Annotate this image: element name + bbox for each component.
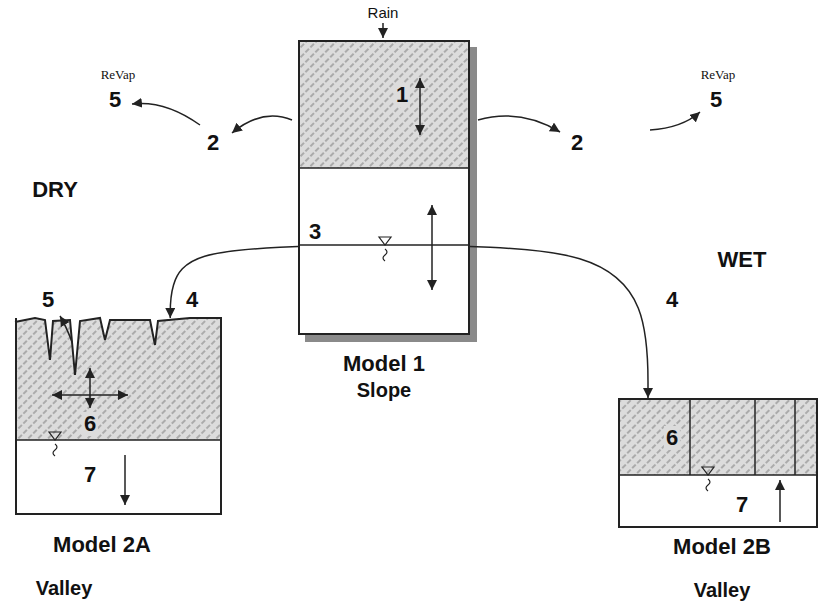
label-anchor: 6 (664, 426, 680, 450)
callout-number: 2 (207, 132, 219, 154)
model-title: Model 1 (343, 353, 425, 375)
label-anchor: 7 (82, 463, 98, 487)
water-table-symbol (383, 249, 387, 261)
callout-number: 2 (571, 132, 583, 154)
water-table-symbol (379, 237, 391, 245)
label-anchor: 6 (82, 412, 98, 436)
exchange-arrow (419, 78, 421, 135)
callout-number: 4 (664, 288, 680, 312)
revap-arrow (132, 103, 200, 125)
label-anchor: 3 (307, 220, 323, 244)
label-anchor: ReVap (701, 65, 736, 83)
process-label: ReVap (701, 68, 736, 81)
label-anchor: 1 (394, 83, 410, 107)
model-subtitle: Valley (694, 580, 751, 600)
label-anchor: 4 (184, 288, 200, 312)
model-title: Model 2B (673, 536, 771, 558)
water-table-symbol (49, 432, 61, 440)
cracked-surface (15, 318, 222, 375)
flow-arrow (170, 247, 298, 319)
label-anchor: 2 (571, 132, 583, 154)
callout-number: 4 (184, 288, 200, 312)
exchange-arrow (89, 368, 91, 408)
flow-arrow (478, 116, 560, 132)
rise-arrow (779, 480, 781, 522)
condition-label: DRY (32, 179, 78, 201)
callout-number: 6 (664, 426, 680, 450)
label-anchor: ReVap (101, 65, 136, 83)
callout-number: 7 (82, 463, 98, 487)
soil-crack (794, 398, 796, 475)
callout-number: 5 (710, 89, 722, 111)
water-table-symbol (702, 467, 714, 475)
exchange-arrow (431, 205, 433, 290)
water-table-symbol (706, 479, 710, 491)
model-box: Model 2BValley (618, 398, 818, 528)
soil-crack (754, 398, 756, 475)
callout-number: 1 (394, 83, 410, 107)
rain-arrow (382, 23, 384, 38)
process-label: ReVap (101, 68, 136, 81)
label-anchor: WET (718, 249, 767, 271)
model-subtitle: Valley (36, 578, 93, 598)
label-anchor: Rain (368, 4, 399, 22)
caption-anchor: Valley (694, 580, 751, 601)
soil-layer (618, 398, 818, 475)
label-anchor: 5 (710, 89, 722, 111)
flow-arrow (232, 116, 292, 133)
box-ground (15, 318, 222, 515)
input-label: Rain (368, 5, 399, 20)
flow-arrow (470, 247, 648, 399)
layer-boundary (298, 167, 470, 169)
water-table (15, 439, 222, 441)
water-table (618, 474, 818, 476)
condition-label: WET (718, 249, 767, 271)
callout-number: 6 (82, 412, 98, 436)
revap-arrow (650, 112, 700, 130)
model-box: Model 2AValley (15, 318, 222, 515)
percolation-arrow (124, 455, 126, 505)
soil-crack (689, 398, 691, 475)
caption-anchor: Model 2A (53, 534, 151, 556)
callout-number: 7 (734, 493, 750, 517)
soil-layer (298, 40, 470, 168)
label-anchor: 7 (734, 493, 750, 517)
cracked-soil (15, 318, 222, 440)
label-anchor: 4 (664, 288, 680, 312)
caption-anchor: Model 1 (343, 353, 425, 375)
caption-anchor: Model 2B (673, 536, 771, 558)
callout-number: 3 (307, 220, 323, 244)
callout-number: 5 (42, 289, 54, 311)
box-ground (298, 40, 470, 335)
label-anchor: DRY (32, 179, 78, 201)
model-subtitle: Slope (357, 380, 411, 400)
caption-anchor: Slope (357, 380, 411, 401)
callout-number: 5 (109, 89, 121, 111)
label-anchor: 5 (109, 89, 121, 111)
caption-anchor: Valley (36, 578, 93, 599)
box-ground (618, 398, 818, 528)
label-anchor: 2 (207, 132, 219, 154)
label-anchor: 5 (42, 289, 54, 311)
water-table-symbol (53, 444, 57, 456)
revap-arrow (60, 316, 72, 342)
model-box: Model 1Slope (298, 40, 470, 335)
model-title: Model 2A (53, 534, 151, 556)
